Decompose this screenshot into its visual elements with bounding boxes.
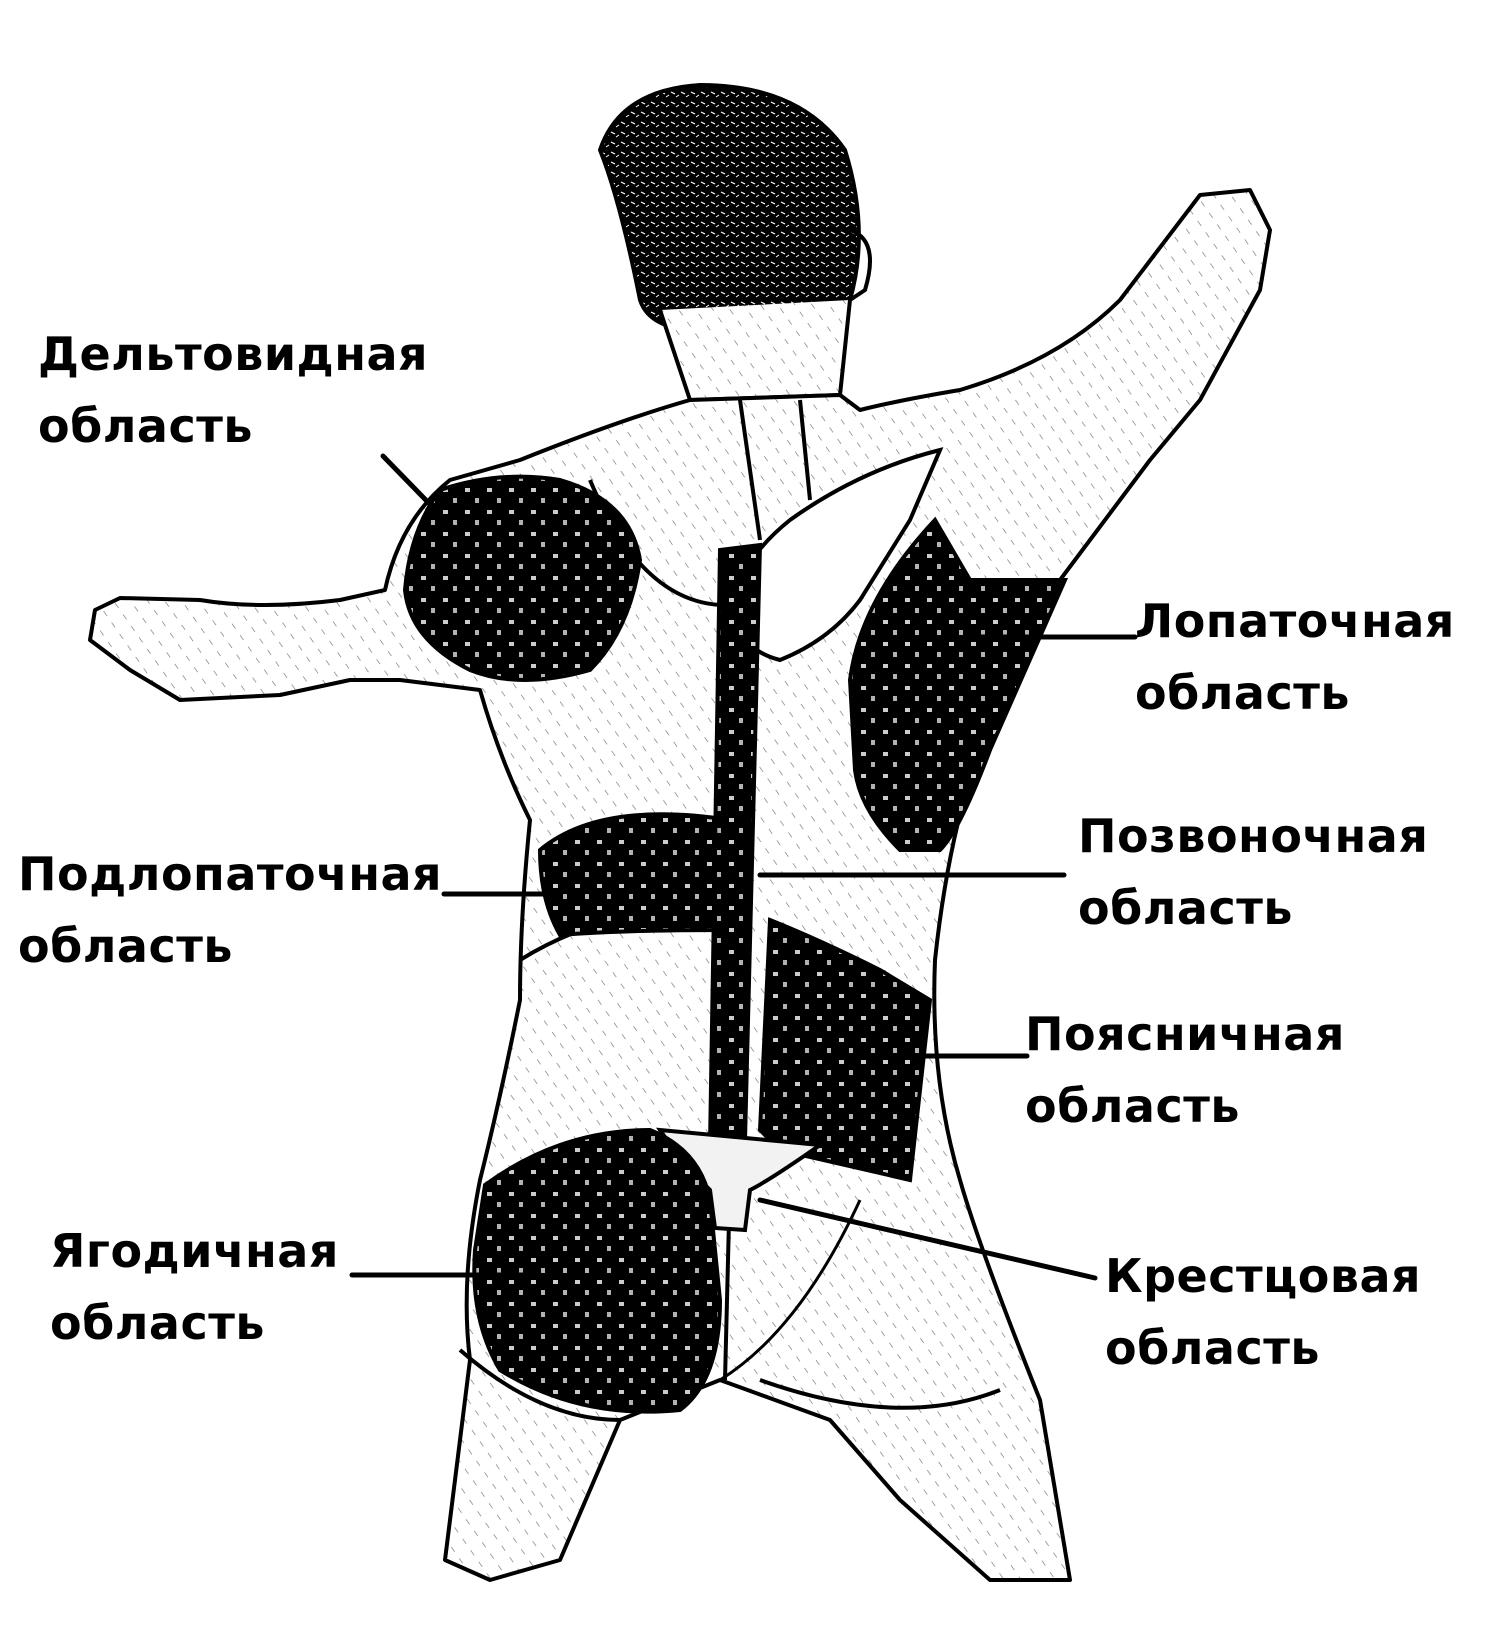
label-gluteal-region: Ягодичная область: [50, 1224, 339, 1350]
head: [597, 82, 872, 403]
region-infrascapular: [537, 812, 732, 938]
region-scapular: [847, 516, 1069, 852]
leader-lines: [349, 453, 1138, 1281]
label-deltoid-region: Дельтовидная область: [38, 327, 429, 453]
label-lumbar-region: Поясничная область: [1025, 1007, 1345, 1133]
region-lumbar: [757, 917, 933, 1183]
region-gluteal: [472, 1127, 723, 1414]
leader-deltoid: [380, 453, 458, 533]
label-scapular-region: Лопаточная область: [1135, 594, 1455, 720]
leader-sacral: [757, 1197, 1098, 1281]
label-vertebral-region: Позвоночная область: [1078, 809, 1429, 935]
label-infrascapular-region: Подлопаточная область: [18, 847, 443, 973]
region-deltoid: [402, 474, 643, 682]
label-sacral-region: Крестцовая область: [1105, 1249, 1422, 1375]
